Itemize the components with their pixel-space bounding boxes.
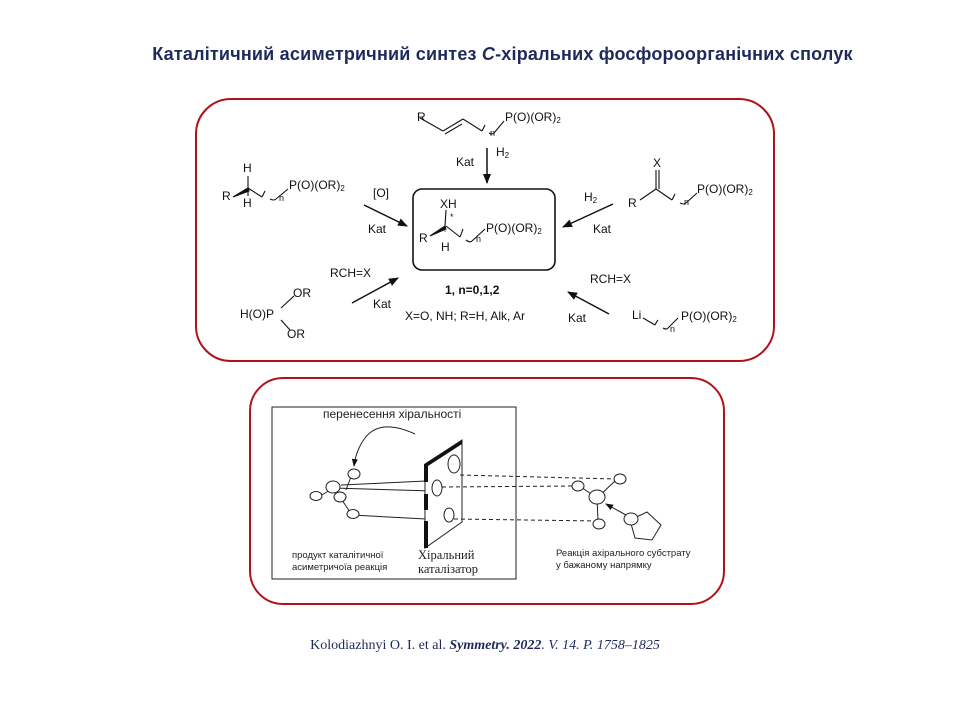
bottom-right-phosphonate: P(O)(OR)2 [681,309,737,324]
top-left-r: R [222,189,231,203]
chirality-transfer-label: перенесення хіральності [323,407,462,421]
product-label-line2: асиметричоїа реакція [292,562,388,573]
reaction-scheme-frame [195,98,775,362]
top-left-h-top: H [243,161,252,175]
bottom-right-li: Li [632,308,642,322]
top-phosphonate-text: P(O)(OR) [505,110,557,124]
top-right-reactant-bonds [639,170,698,205]
top-phosphonate: P(O)(OR)2 [505,110,561,125]
top-left-n: n [279,193,285,203]
bottom-right-phosphonate-text: P(O)(OR) [681,309,733,323]
top-right-sub2: 2 [748,188,753,197]
title-text-2: -хіральних фосфороорганічних сполук [495,44,853,64]
top-left-phosphonate-text: P(O)(OR) [289,178,341,192]
reference-journal: Symmetry [449,638,507,653]
bottom-left-reagent: RCH=X [330,266,372,280]
substrate-label-block: Реакція ахірального субстрату у бажаному… [556,548,691,572]
product-box [412,188,556,271]
chiral-catalyst-plate [424,439,463,549]
top-left-h-bottom: H [243,196,252,210]
top-left-catalyst: Kat [368,222,387,236]
bottom-right-n: n [670,324,676,334]
catalyst-label-line2: каталізатор [418,562,479,576]
product-conditions: X=O, NH; R=H, Alk, Ar [405,309,526,323]
product-label: 1, n=0,1,2 [445,283,500,297]
top-right-reagent: H2 [584,190,597,205]
bottom-left-reactant-bonds [280,295,295,331]
product-stereocenter-star: * [450,212,454,222]
top-right-phosphonate-text: P(O)(OR) [697,182,749,196]
top-left-reagent: [O] [373,186,390,200]
chirality-transfer-arrow [351,426,416,467]
top-right-x: X [653,156,662,170]
product-r: R [419,231,428,245]
bottom-left-or-top: OR [293,286,311,300]
reference-year: . 2022 [506,638,542,653]
dashed-projection-lines [441,474,617,522]
bottom-right-reagent: RCH=X [590,272,632,286]
product-label-block: продукт каталітичної асиметричоїа реакці… [292,550,387,574]
illustration-box [271,406,517,580]
bottom-left-catalyst: Kat [373,297,392,311]
product-molecule [309,468,434,520]
product-phosphonate-text: P(O)(OR) [486,221,538,235]
title-text-1: Каталітичний асиметричний синтез [152,44,482,64]
top-reagent: H2 [496,145,509,160]
top-catalyst: Kat [456,155,475,169]
product-sub2: 2 [537,227,542,236]
product-xh: XH [440,197,457,211]
product-bonds [429,209,486,243]
substrate-approach-arrow [605,503,627,516]
product-h: H [441,240,450,254]
product-n: n [476,234,482,244]
top-reactant-bonds [419,117,505,135]
illustration-frame [249,377,725,605]
bottom-left-or-bottom: OR [287,327,305,341]
top-reagent-text: H [496,145,505,159]
title-italic-c: С [481,44,496,64]
top-left-reactant-bonds [232,176,289,201]
top-n: n [490,128,496,138]
bottom-right-sub2: 2 [732,315,737,324]
top-right-phosphonate: P(O)(OR)2 [697,182,753,197]
substrate-molecule [571,473,662,541]
substrate-label-line1: Реакція ахірального субстрату [556,548,691,559]
reference-volume: . V. 14. P. 1758–1825 [541,638,660,653]
substrate-label-line2: у бажаному напрямку [556,560,652,571]
top-r: R [417,110,426,124]
top-sub2: 2 [556,116,561,125]
top-left-arrow [363,204,408,227]
bottom-right-catalyst: Kat [568,311,587,325]
product-label-line1: продукт каталітичної [292,550,384,561]
top-right-r: R [628,196,637,210]
slide-title: Каталітичний асиметричний синтез С-хірал… [0,44,960,65]
top-right-reagent-sub: 2 [592,196,598,205]
bottom-left-arrow [351,277,399,304]
bottom-left-hp: H(O)P [240,307,274,321]
reference-authors: Kolodiazhnyi O. I. et al. [310,638,450,653]
bottom-right-arrow [567,291,610,315]
top-right-reagent-text: H [584,190,593,204]
catalyst-label-block: Хіральний каталізатор [418,548,478,576]
top-reagent-sub: 2 [504,151,510,160]
top-right-n: n [684,197,690,207]
top-left-sub2: 2 [340,184,345,193]
top-left-phosphonate: P(O)(OR)2 [289,178,345,193]
catalyst-label-line1: Хіральний [418,548,475,562]
reference-citation: Kolodiazhnyi O. I. et al. Symmetry. 2022… [0,638,960,654]
product-phosphonate: P(O)(OR)2 [486,221,542,236]
top-right-catalyst: Kat [593,222,612,236]
top-right-arrow [562,203,614,228]
bottom-right-reactant-bonds [642,317,679,330]
